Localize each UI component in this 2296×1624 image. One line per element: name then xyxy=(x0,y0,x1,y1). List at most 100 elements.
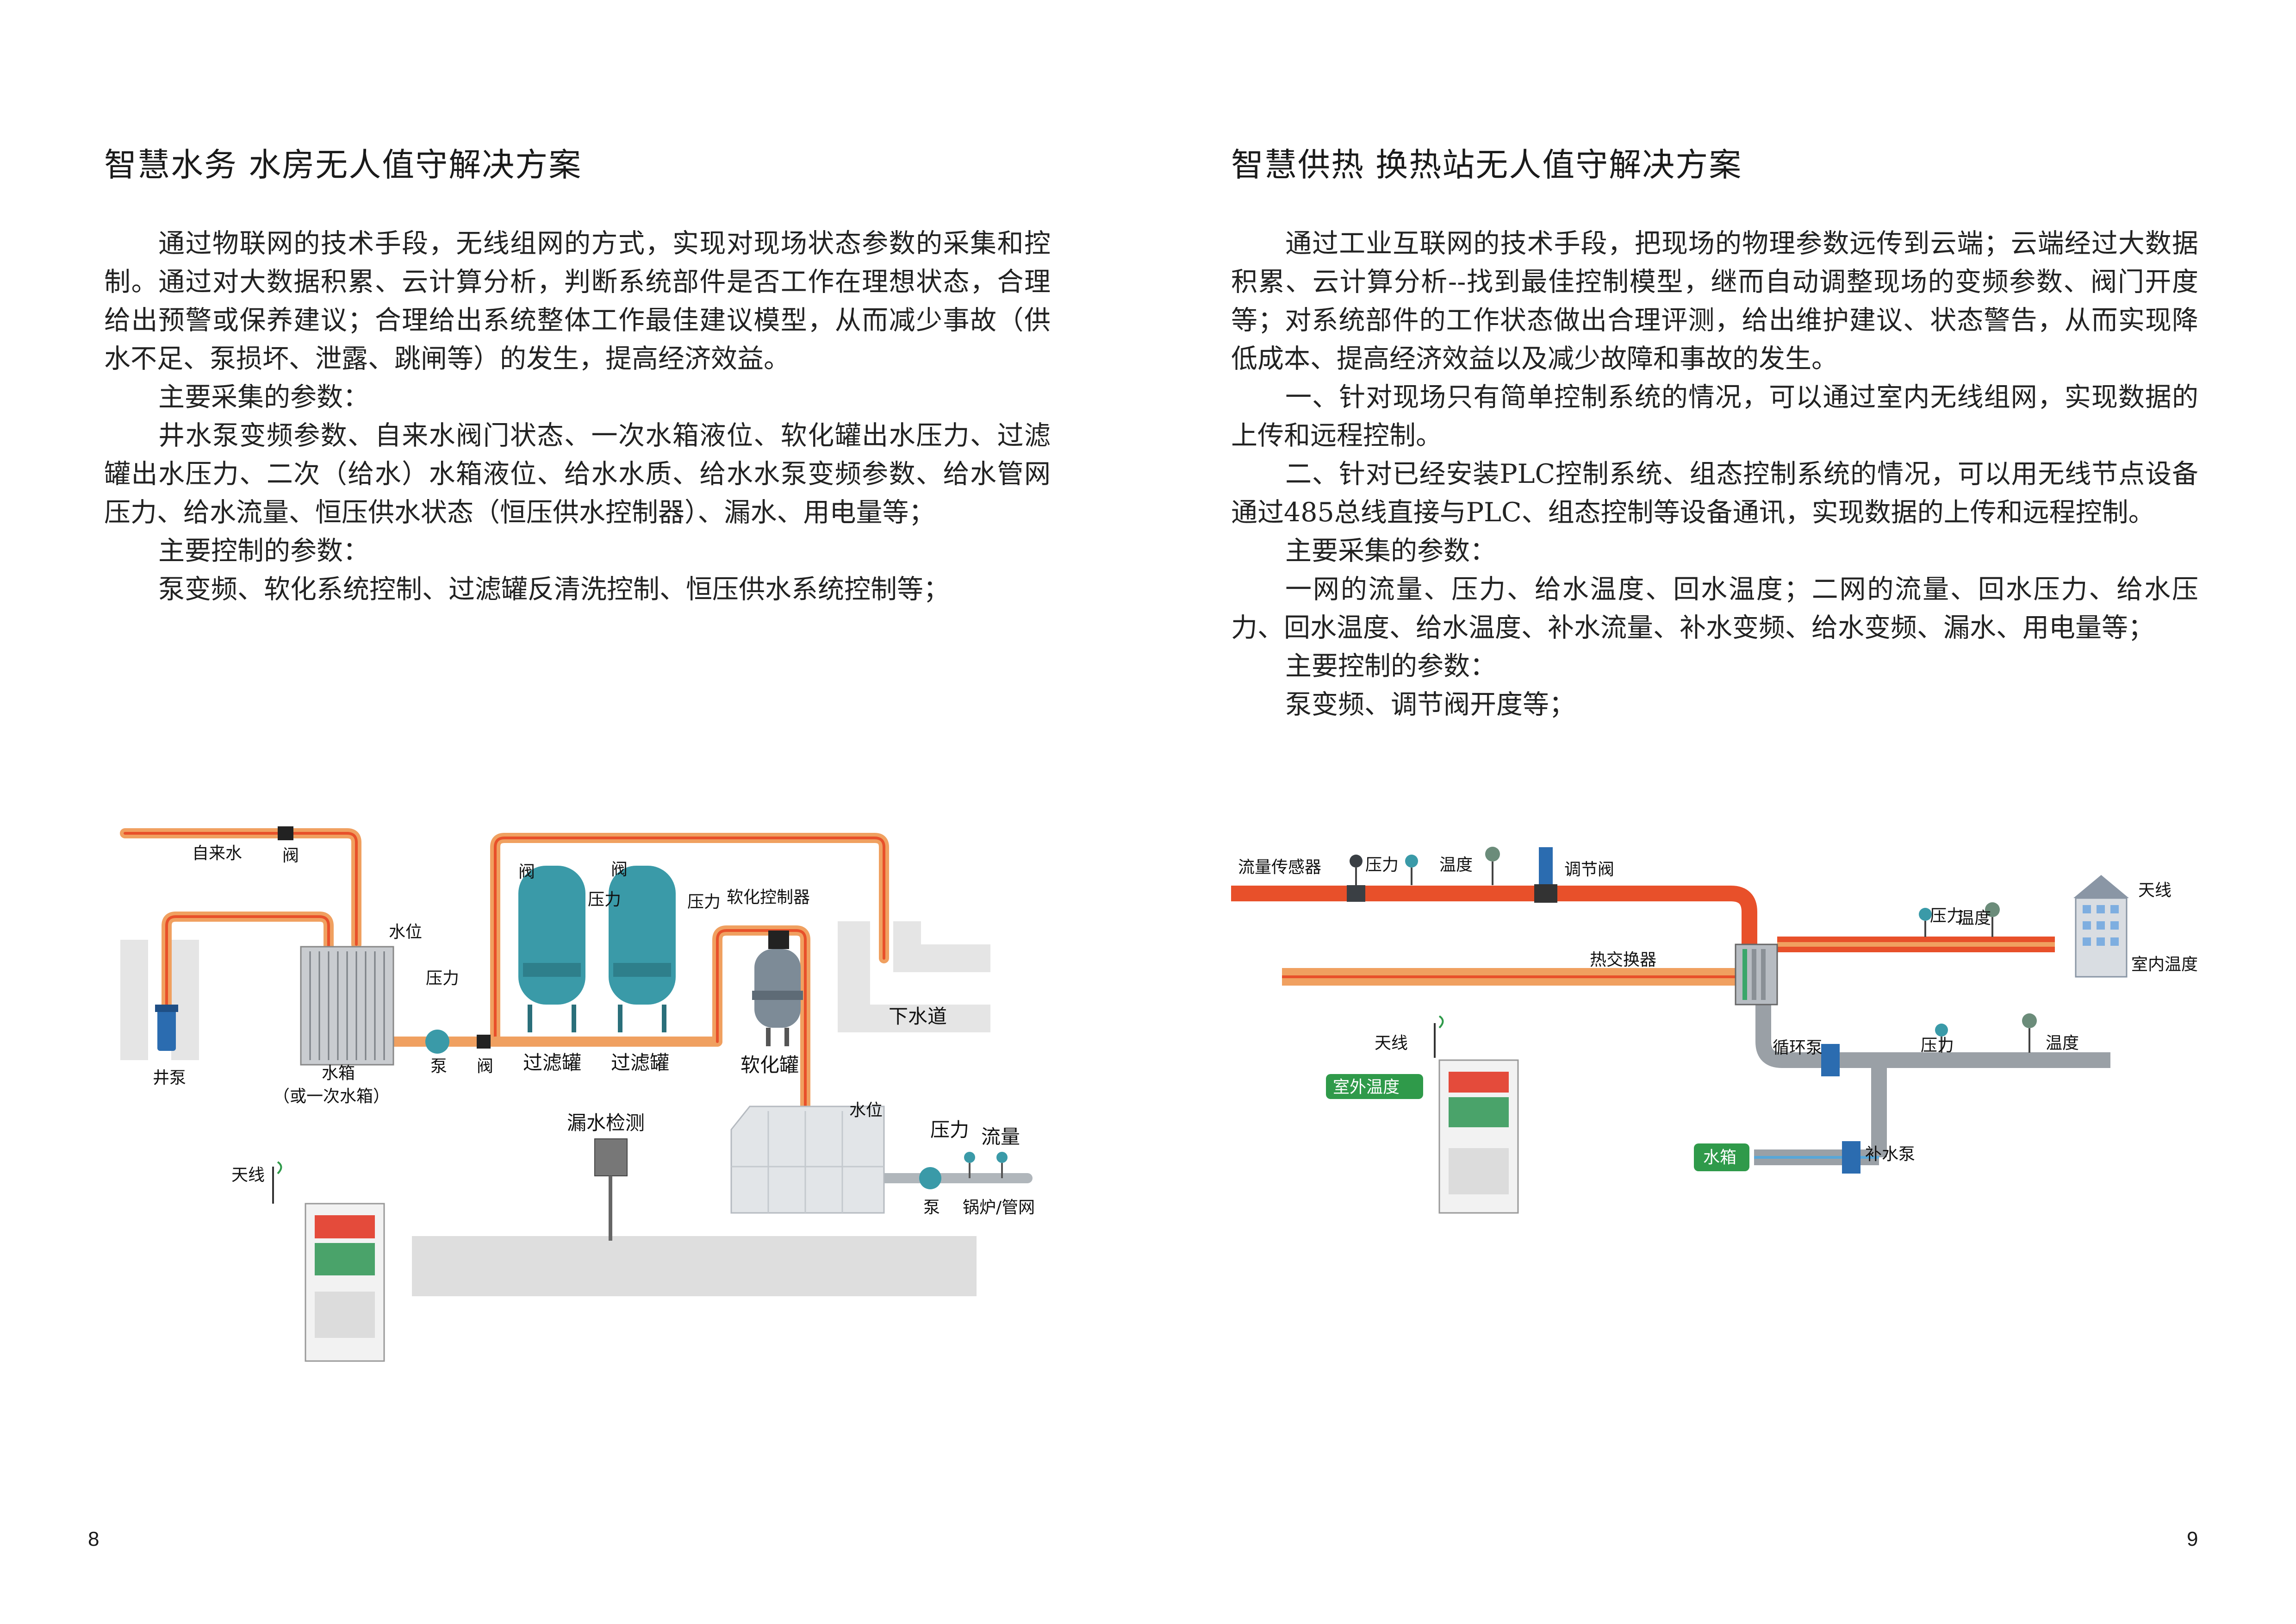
valve-icon xyxy=(477,1035,491,1049)
label-filter-tank: 过滤罐 xyxy=(611,1051,669,1074)
flow-meter-icon xyxy=(996,1152,1008,1178)
paragraph: 通过工业互联网的技术手段，把现场的物理参数远传到云端；云端经过大数据积累、云计算… xyxy=(1231,228,2198,374)
label-flow-sensor: 流量传感器 xyxy=(1238,858,1321,877)
water-room-diagram: 自来水 阀 水位 压力 井泵 水箱 （或一次水箱） 泵 阀 阀 阀 压力 压力 … xyxy=(120,826,1035,1362)
label-makeup-pump: 补水泵 xyxy=(1865,1145,1915,1164)
control-cabinet-icon xyxy=(1438,1059,1519,1214)
label-tank-sub: （或一次水箱） xyxy=(273,1087,390,1106)
label-valve: 阀 xyxy=(282,846,299,865)
label-valve: 阀 xyxy=(477,1057,493,1076)
paragraph: 主要采集的参数： xyxy=(158,382,369,412)
wall-shape xyxy=(870,1005,990,1032)
page-number: 8 xyxy=(88,1528,100,1550)
page-number: 9 xyxy=(2187,1528,2198,1550)
paragraph: 通过物联网的技术手段，无线组网的方式，实现对现场状态参数的采集和控制。通过对大数… xyxy=(104,228,1051,374)
temperature-sensor-icon xyxy=(1485,847,1500,885)
pipes xyxy=(1231,886,2110,1165)
filter-tank-icon xyxy=(518,866,585,1032)
paragraph: 二、针对已经安装PLC控制系统、组态控制系统的情况，可以用无线节点设备通过485… xyxy=(1231,459,2198,528)
secondary-tank-icon xyxy=(730,1106,885,1214)
label-pressure: 压力 xyxy=(426,969,459,988)
floor-platform xyxy=(412,1236,977,1296)
label-valve: 阀 xyxy=(611,860,628,879)
label-boiler: 锅炉/管网 xyxy=(963,1198,1035,1217)
label-tap-water: 自来水 xyxy=(192,844,242,863)
label-heat-exchanger: 热交换器 xyxy=(1590,950,1656,969)
label-water-level: 水位 xyxy=(849,1101,883,1120)
label-pressure: 压力 xyxy=(930,1118,969,1141)
paragraph: 泵变频、软化系统控制、过滤罐反清洗控制、恒压供水系统控制等； xyxy=(158,574,950,605)
antenna-icon xyxy=(1434,1015,1444,1058)
wall-shape xyxy=(893,944,990,972)
page-right: 智慧供热 换热站无人值守解决方案 通过工业互联网的技术手段，把现场的物理参数远传… xyxy=(1148,0,2296,1624)
house-icon xyxy=(2073,875,2129,978)
label-sewer: 下水道 xyxy=(889,1005,947,1028)
label-antenna: 天线 xyxy=(2138,881,2172,900)
label-pump: 泵 xyxy=(923,1198,940,1217)
paragraph: 泵变频、调节阀开度等； xyxy=(1285,689,1575,720)
label-pump: 泵 xyxy=(430,1057,447,1076)
label-temperature: 温度 xyxy=(1958,909,1991,928)
leak-detector-icon xyxy=(594,1138,628,1241)
label-antenna: 天线 xyxy=(1375,1034,1408,1053)
label-indoor-temp: 室内温度 xyxy=(2131,955,2198,974)
heat-exchanger-icon xyxy=(1735,943,1778,1006)
label-pressure: 压力 xyxy=(1921,1036,1954,1055)
paragraph: 一、针对现场只有简单控制系统的情况，可以通过室内无线组网，实现数据的上传和远程控… xyxy=(1231,382,2198,451)
page-title: 智慧水务 水房无人值守解决方案 xyxy=(104,146,582,184)
filter-tank-icon xyxy=(609,866,676,1032)
outdoor-temp-tag xyxy=(1326,1074,1423,1099)
label-tank: 水箱 xyxy=(322,1064,355,1083)
paragraph: 主要采集的参数： xyxy=(1285,536,1496,566)
label-pressure: 压力 xyxy=(1930,906,1963,925)
body-text: 通过工业互联网的技术手段，把现场的物理参数远传到云端；云端经过大数据积累、云计算… xyxy=(1231,225,2198,724)
label-pressure: 压力 xyxy=(687,893,721,912)
wall-shape xyxy=(120,940,148,1060)
label-softener-tank: 软化罐 xyxy=(740,1054,799,1076)
label-softener-controller: 软化控制器 xyxy=(727,888,810,907)
label-regulating-valve: 调节阀 xyxy=(1564,860,1614,879)
label-well-pump: 井泵 xyxy=(153,1068,186,1087)
label-water-level: 水位 xyxy=(389,923,422,942)
paragraph: 主要控制的参数： xyxy=(1285,651,1496,681)
label-outdoor-temp: 室外温度 xyxy=(1333,1078,1400,1097)
paragraph: 井水泵变频参数、自来水阀门状态、一次水箱液位、软化罐出水压力、过滤罐出水压力、二… xyxy=(104,420,1051,528)
label-leak-detect: 漏水检测 xyxy=(567,1112,645,1134)
page-left: 智慧水务 水房无人值守解决方案 通过物联网的技术手段，无线组网的方式，实现对现场… xyxy=(88,146,1051,1550)
label-flow: 流量 xyxy=(981,1125,1020,1148)
label-antenna: 天线 xyxy=(231,1166,265,1185)
primary-tank-icon xyxy=(300,946,394,1066)
label-tank: 水箱 xyxy=(1703,1148,1736,1167)
heat-station-diagram: 流量传感器 压力 温度 调节阀 热交换器 压力 温度 天线 室内温度 天线 室外… xyxy=(1231,847,2198,1214)
pressure-gauge-icon xyxy=(1405,855,1418,885)
pump-icon xyxy=(919,1167,941,1189)
makeup-pump-icon xyxy=(1842,1141,1860,1174)
label-pressure: 压力 xyxy=(588,890,621,909)
pressure-gauge-icon xyxy=(964,1152,975,1178)
well-pump-icon xyxy=(155,1005,178,1051)
label-valve: 阀 xyxy=(518,862,535,881)
tank-tag xyxy=(1694,1143,1749,1171)
page-title: 智慧供热 换热站无人值守解决方案 xyxy=(1231,146,1742,184)
pump-icon xyxy=(425,1030,449,1054)
label-temperature: 温度 xyxy=(2046,1034,2079,1053)
valve-icon xyxy=(278,826,293,840)
paragraph: 一网的流量、压力、给水温度、回水温度；二网的流量、回水压力、给水压力、回水温度、… xyxy=(1231,574,2198,643)
wall-shape xyxy=(838,921,870,1032)
paragraph: 主要控制的参数： xyxy=(158,536,369,566)
label-filter-tank: 过滤罐 xyxy=(523,1051,581,1074)
circulation-pump-icon xyxy=(1821,1044,1840,1076)
label-pressure: 压力 xyxy=(1365,856,1399,874)
antenna-icon xyxy=(272,1161,282,1204)
pressure-gauge-icon xyxy=(1919,908,1932,937)
softener-tank-icon xyxy=(752,931,803,1046)
regulating-valve-icon xyxy=(1534,847,1557,903)
pressure-gauge-icon xyxy=(1935,1024,1948,1053)
temperature-sensor-icon xyxy=(2022,1013,2037,1053)
label-temperature: 温度 xyxy=(1439,856,1473,874)
label-circulation-pump: 循环泵 xyxy=(1773,1038,1823,1057)
body-text: 通过物联网的技术手段，无线组网的方式，实现对现场状态参数的采集和控制。通过对大数… xyxy=(104,225,1051,609)
temperature-sensor-icon xyxy=(1985,902,2000,937)
control-cabinet-icon xyxy=(305,1203,385,1362)
flow-sensor-icon xyxy=(1347,855,1365,902)
